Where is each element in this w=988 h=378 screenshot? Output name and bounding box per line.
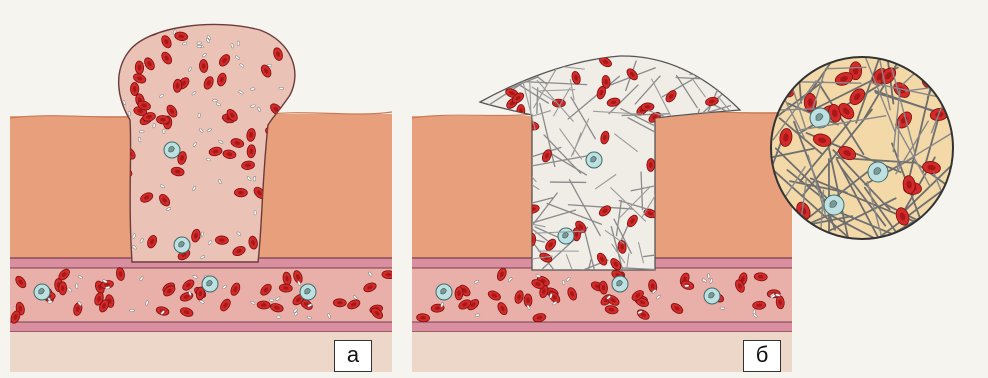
white-blood-cell [704, 288, 720, 304]
below-vessel-b [412, 332, 792, 372]
platelet [279, 87, 284, 90]
platelet [130, 309, 135, 311]
platelet [684, 285, 689, 287]
red-blood-cell [752, 301, 765, 310]
platelet [237, 41, 239, 46]
red-blood-cell [215, 236, 228, 245]
white-blood-cell [436, 284, 452, 300]
fibrin-strand [923, 33, 954, 89]
red-blood-cell [59, 282, 67, 295]
platelet [47, 301, 52, 304]
fibrin-strand [903, 45, 945, 84]
red-blood-cell [257, 301, 270, 309]
white-blood-cell [300, 284, 316, 300]
red-blood-cell [234, 188, 247, 197]
platelet [213, 99, 218, 101]
white-blood-cell [868, 162, 888, 182]
white-blood-cell [824, 195, 844, 215]
fibrin-strand [435, 77, 497, 93]
white-blood-cell [164, 142, 180, 158]
fibrin-strand [452, 68, 502, 88]
fibrin-strand [453, 62, 488, 69]
panel-a [9, 24, 395, 372]
white-blood-cell [586, 152, 602, 168]
panel-b [412, 55, 795, 372]
platelet [128, 111, 131, 116]
red-blood-cell [333, 299, 346, 307]
fibrin-strand [934, 173, 967, 255]
platelet [254, 210, 256, 215]
red-blood-cell [504, 66, 519, 80]
panel-label-b: б [743, 340, 781, 372]
red-blood-cell [135, 61, 144, 74]
red-blood-cell [647, 158, 655, 171]
platelet [120, 109, 123, 114]
white-blood-cell [202, 276, 218, 292]
white-blood-cell [34, 284, 50, 300]
platelet [290, 100, 293, 105]
fibrin-strand [679, 55, 702, 68]
red-blood-cell [455, 287, 464, 300]
vessel-wall-bottom-b [412, 322, 792, 332]
platelet [276, 316, 281, 318]
platelet [163, 129, 165, 134]
tissue-left-a [10, 116, 140, 264]
platelet [197, 45, 202, 47]
white-blood-cell [612, 276, 628, 292]
panel-label-a: а [334, 340, 372, 372]
vessel-wall-bottom-a [10, 322, 392, 332]
platelet [197, 42, 202, 45]
red-blood-cell [641, 103, 654, 112]
platelet [475, 314, 480, 317]
red-blood-cell [130, 82, 139, 95]
white-blood-cell [174, 237, 190, 253]
platelet [133, 28, 136, 33]
tissue-right-a [255, 114, 392, 264]
white-blood-cell [558, 228, 574, 244]
vessel-lumen-b [412, 268, 792, 324]
platelet [76, 284, 78, 289]
red-blood-cell [173, 79, 182, 92]
tissue-left-b [412, 116, 534, 264]
